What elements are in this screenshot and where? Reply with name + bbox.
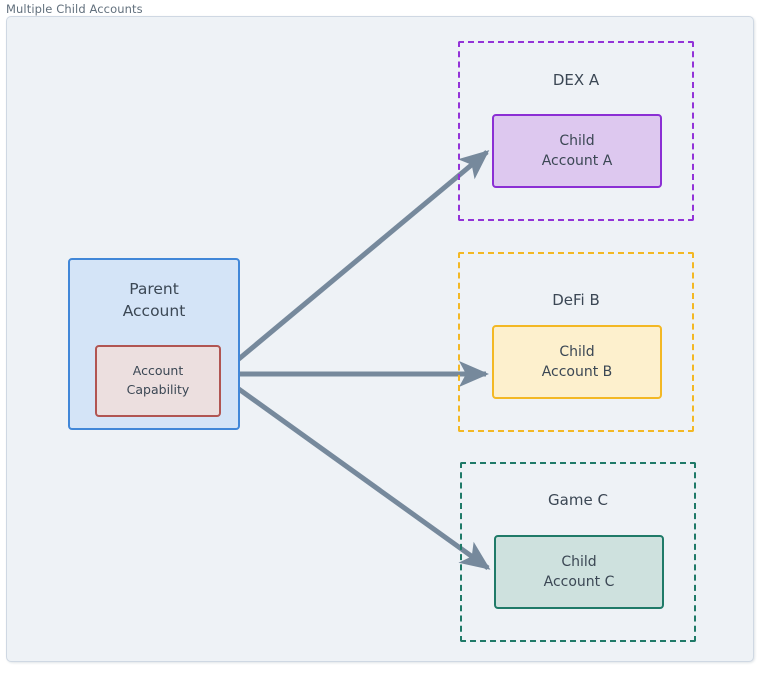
group-dex-a: DEX A <box>458 41 694 221</box>
parent-account-title: Parent Account <box>122 280 186 321</box>
child-account-a-node[interactable]: Child Account A <box>492 114 662 188</box>
account-capability-node[interactable]: Account Capability <box>95 345 221 417</box>
group-game-c: Game C <box>460 462 696 642</box>
group-defi-b-label: DeFi B <box>552 291 600 309</box>
diagram-title: Multiple Child Accounts <box>6 2 143 16</box>
group-game-c-label: Game C <box>548 491 608 509</box>
child-account-b-node[interactable]: Child Account B <box>492 325 662 399</box>
parent-account-node[interactable]: Parent Account Account Capability <box>68 258 240 430</box>
group-dex-a-label: DEX A <box>552 71 600 89</box>
child-account-c-node[interactable]: Child Account C <box>494 535 664 609</box>
group-defi-b: DeFi B <box>458 252 694 432</box>
